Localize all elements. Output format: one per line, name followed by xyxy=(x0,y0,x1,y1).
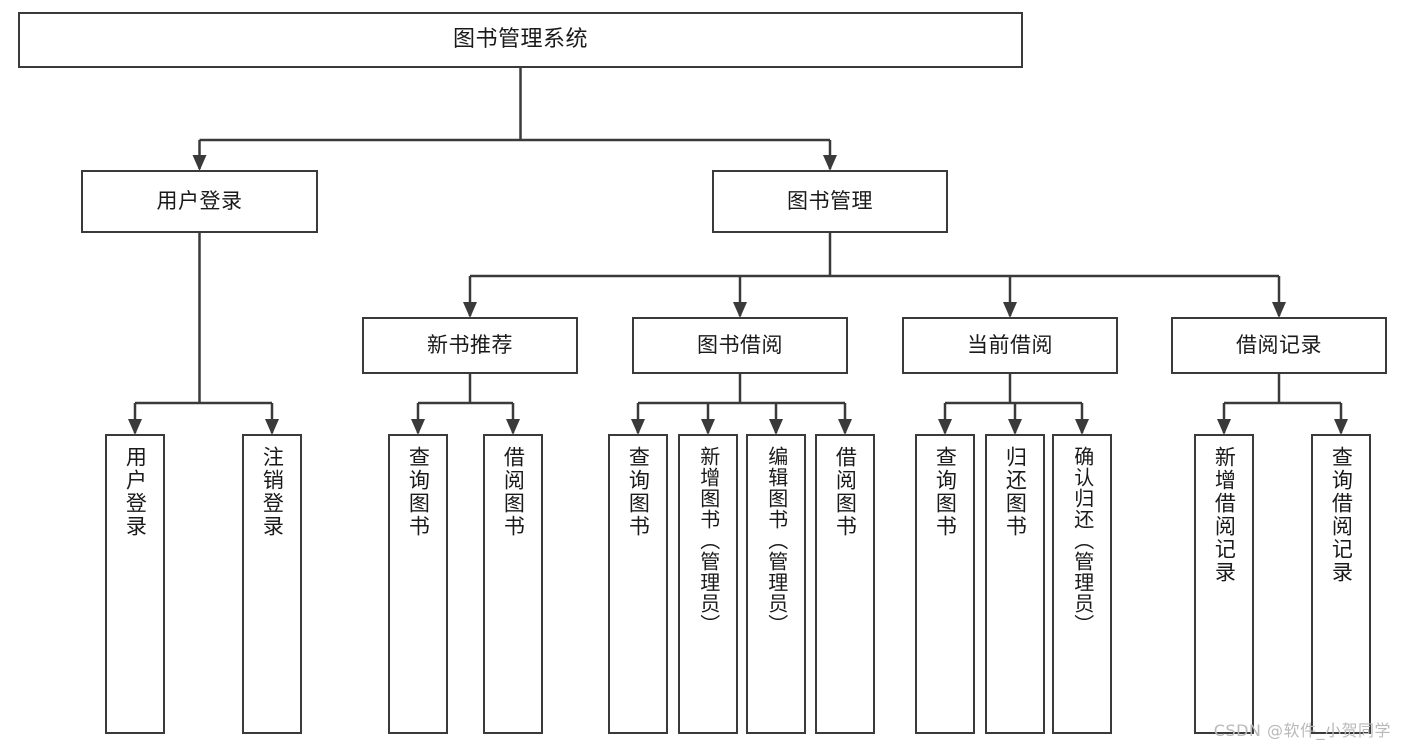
node-label: 新增图书（管理员） xyxy=(696,446,721,635)
arrowhead xyxy=(1217,419,1231,435)
arrowhead xyxy=(1003,302,1017,318)
node-label: 借阅图书 xyxy=(833,446,858,538)
node-leaf-rec-1[interactable]: 新增借阅记录 xyxy=(1194,434,1254,734)
node-newbook[interactable]: 新书推荐 xyxy=(362,317,578,374)
watermark: CSDN @软件_小贺同学 xyxy=(1213,721,1391,740)
node-root[interactable]: 图书管理系统 xyxy=(18,12,1023,68)
node-label: 编辑图书（管理员） xyxy=(764,446,789,635)
arrowhead xyxy=(631,419,645,435)
arrowhead xyxy=(938,419,952,435)
arrowhead xyxy=(1272,302,1286,318)
node-label: 借阅图书 xyxy=(501,446,526,538)
node-label: 注销登录 xyxy=(260,446,285,538)
arrowhead xyxy=(506,419,520,435)
node-leaf-cur-1[interactable]: 查询图书 xyxy=(915,434,975,734)
node-borrow[interactable]: 图书借阅 xyxy=(632,317,848,374)
arrowhead xyxy=(1334,419,1348,435)
node-label: 查询图书 xyxy=(933,446,958,538)
node-login[interactable]: 用户登录 xyxy=(81,170,318,233)
node-label: 用户登录 xyxy=(156,188,243,213)
arrowhead xyxy=(265,419,279,435)
node-leaf-rec-2[interactable]: 查询借阅记录 xyxy=(1311,434,1371,734)
arrowhead xyxy=(192,155,207,171)
node-leaf-cur-2[interactable]: 归还图书 xyxy=(985,434,1045,734)
node-leaf-login-1[interactable]: 用户登录 xyxy=(105,434,165,734)
node-record[interactable]: 借阅记录 xyxy=(1171,317,1387,374)
arrowhead xyxy=(463,302,477,318)
node-label: 新增借阅记录 xyxy=(1212,446,1237,584)
node-leaf-bor-1[interactable]: 查询图书 xyxy=(608,434,668,734)
node-current[interactable]: 当前借阅 xyxy=(902,317,1118,374)
node-leaf-bor-4[interactable]: 借阅图书 xyxy=(815,434,875,734)
node-label: 确认归还（管理员） xyxy=(1070,446,1095,635)
arrowhead xyxy=(838,419,852,435)
node-label: 查询借阅记录 xyxy=(1329,446,1354,584)
arrowhead xyxy=(733,302,747,318)
node-leaf-new-2[interactable]: 借阅图书 xyxy=(483,434,543,734)
node-label: 借阅记录 xyxy=(1236,332,1322,357)
arrowhead xyxy=(823,155,837,171)
arrowhead xyxy=(1075,419,1089,435)
node-leaf-bor-2[interactable]: 新增图书（管理员） xyxy=(678,434,738,734)
node-label: 归还图书 xyxy=(1003,446,1028,538)
arrowhead xyxy=(128,419,142,435)
node-bookmgmt[interactable]: 图书管理 xyxy=(712,170,948,233)
node-label: 新书推荐 xyxy=(427,332,513,357)
arrowhead xyxy=(701,419,715,435)
node-leaf-new-1[interactable]: 查询图书 xyxy=(388,434,448,734)
node-leaf-login-2[interactable]: 注销登录 xyxy=(242,434,302,734)
arrowhead xyxy=(769,419,783,435)
node-label: 查询图书 xyxy=(406,446,431,538)
arrowhead xyxy=(1008,419,1022,435)
node-label: 图书管理 xyxy=(787,188,873,213)
arrowhead xyxy=(411,419,425,435)
node-label: 查询图书 xyxy=(626,446,651,538)
node-label: 用户登录 xyxy=(123,446,148,538)
node-label: 当前借阅 xyxy=(967,332,1053,357)
node-leaf-cur-3[interactable]: 确认归还（管理员） xyxy=(1052,434,1112,734)
node-label: 图书借阅 xyxy=(697,332,783,357)
node-label: 图书管理系统 xyxy=(452,26,588,52)
node-leaf-bor-3[interactable]: 编辑图书（管理员） xyxy=(746,434,806,734)
